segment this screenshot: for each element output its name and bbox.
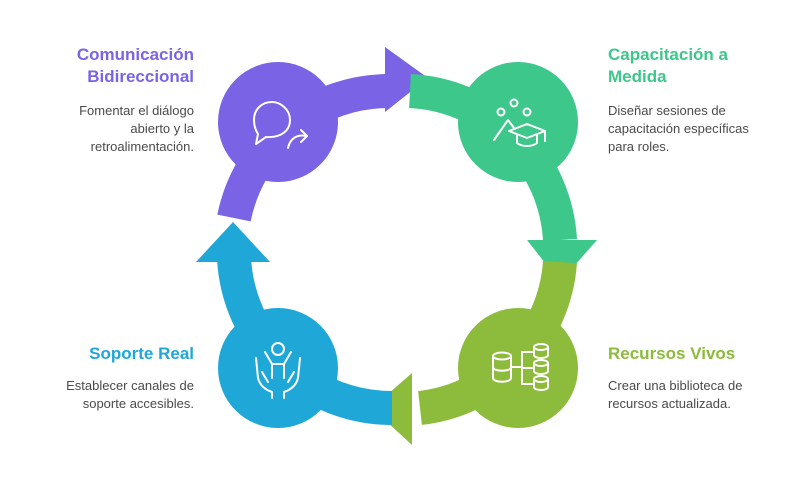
desc-comunicacion: Fomentar el diálogo abierto y la retroal… bbox=[20, 102, 194, 156]
support-hands-icon bbox=[255, 342, 301, 399]
desc-recursos-line1: Crear una biblioteca de bbox=[608, 378, 743, 393]
desc-soporte: Establecer canales de soporte accesibles… bbox=[20, 377, 194, 413]
graduation-cap-icon bbox=[493, 98, 546, 147]
desc-soporte-line1: Establecer canales de bbox=[66, 378, 194, 393]
node-capacitacion bbox=[458, 62, 578, 182]
title-soporte: Soporte Real bbox=[30, 343, 194, 365]
node-comunicacion bbox=[218, 62, 338, 182]
title-recursos: Recursos Vivos bbox=[608, 343, 788, 365]
node-soporte bbox=[218, 308, 338, 428]
desc-capacitacion-line3: para roles. bbox=[608, 139, 670, 154]
desc-comunicacion-line2: abierto y la bbox=[130, 121, 194, 136]
desc-capacitacion-line1: Diseñar sesiones de bbox=[608, 103, 726, 118]
desc-recursos: Crear una biblioteca de recursos actuali… bbox=[608, 377, 793, 413]
title-capacitacion-line2: Medida bbox=[608, 67, 667, 86]
title-comunicacion-line2: Bidireccional bbox=[87, 67, 194, 86]
desc-recursos-line2: recursos actualizada. bbox=[608, 396, 731, 411]
desc-soporte-line2: soporte accesibles. bbox=[82, 396, 194, 411]
desc-capacitacion: Diseñar sesiones de capacitación específ… bbox=[608, 102, 793, 156]
title-comunicacion-line1: Comunicación bbox=[76, 45, 194, 64]
desc-comunicacion-line3: retroalimentación. bbox=[90, 139, 194, 154]
database-icon bbox=[492, 343, 549, 391]
desc-capacitacion-line2: capacitación específicas bbox=[608, 121, 749, 136]
title-capacitacion-line1: Capacitación a bbox=[608, 45, 728, 64]
title-recursos-line1: Recursos Vivos bbox=[608, 344, 736, 363]
title-comunicacion: Comunicación Bidireccional bbox=[30, 44, 194, 88]
desc-comunicacion-line1: Fomentar el diálogo bbox=[79, 103, 194, 118]
title-capacitacion: Capacitación a Medida bbox=[608, 44, 788, 88]
title-soporte-line1: Soporte Real bbox=[89, 344, 194, 363]
chat-bubbles-icon bbox=[253, 101, 308, 149]
node-recursos bbox=[458, 308, 578, 428]
